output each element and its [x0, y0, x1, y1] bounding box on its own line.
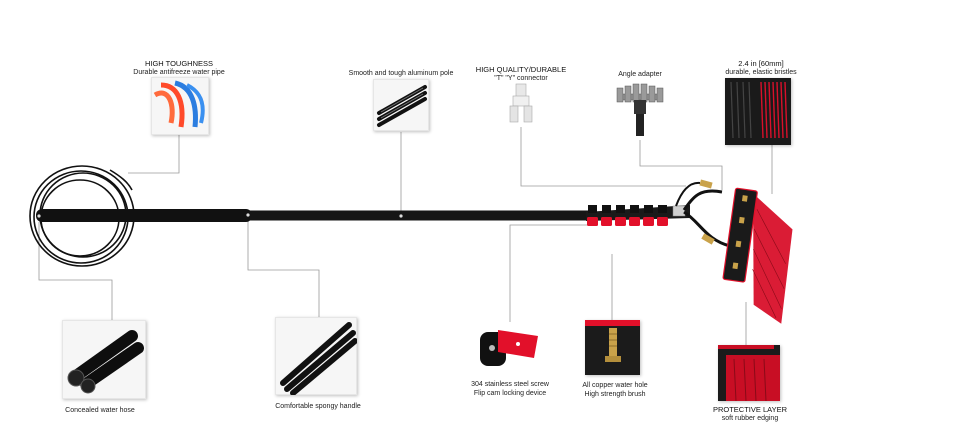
locking-label: 304 stainless steel screw Flip cam locki…: [460, 380, 560, 398]
leader-handle: [247, 218, 320, 317]
clamp-lever: [587, 217, 598, 226]
pole-image: [373, 79, 429, 131]
t-connector-image: [504, 82, 538, 124]
flip-clamp-icon: [474, 322, 544, 372]
clamp-lever: [643, 217, 654, 226]
angle-adapter-icon: [615, 82, 665, 140]
angle-adapter-text: Angle adapter: [618, 71, 662, 78]
rubber-label: PROTECTIVE LAYER soft rubber edging: [705, 405, 795, 423]
leader-angle-adapter: [639, 140, 723, 190]
clamp-lever: [629, 217, 640, 226]
hose-label: Concealed water hose: [50, 406, 150, 415]
rubber-text: soft rubber edging: [721, 415, 779, 422]
brass-fitting-icon: [585, 320, 640, 375]
clamp-body: [602, 205, 611, 213]
water-pipe-label: HIGH TOUGHNESS Durable antifreeze water …: [119, 59, 239, 77]
pole-text: Smooth and tough aluminum pole: [348, 70, 454, 77]
bristles-label: 2.4 in [60mm] durable, elastic bristles: [718, 59, 804, 77]
leader-locking: [509, 224, 598, 322]
leader-lines: [38, 127, 773, 345]
clamp-lever: [657, 217, 668, 226]
clamp-body: [644, 205, 653, 213]
clamp-body: [588, 205, 597, 213]
brass-line1: All copper water hole: [582, 382, 648, 389]
connector-text: "T" "Y" connector: [494, 75, 548, 82]
clamp-lever: [601, 217, 612, 226]
spongy-handle: [36, 209, 252, 222]
rubber-heading: PROTECTIVE LAYER: [712, 405, 788, 414]
handle-label: Comfortable spongy handle: [266, 402, 370, 411]
brass-line2: High strength brush: [584, 391, 646, 398]
locking-line1: 304 stainless steel screw: [471, 381, 549, 388]
water-pipe-image: [151, 77, 209, 135]
clamp-body: [630, 205, 639, 213]
bristles-heading: 2.4 in [60mm]: [738, 59, 784, 68]
leader-water-pipe: [128, 135, 180, 174]
hose-text: Concealed water hose: [65, 407, 135, 414]
concealed-hose-image: [62, 320, 146, 399]
leader-hose: [38, 222, 113, 320]
spongy-handle-image: [275, 317, 357, 395]
aluminum-pole: [250, 210, 590, 221]
connector-label: HIGH QUALITY/DURABLE "T" "Y" connector: [471, 65, 571, 83]
brass-label: All copper water hole High strength brus…: [570, 381, 660, 399]
t-connector-icon: [672, 179, 731, 248]
clamp-body: [658, 205, 667, 213]
angle-adapter-label: Angle adapter: [600, 70, 680, 79]
locking-clamps: [587, 205, 668, 226]
locking-line2: Flip cam locking device: [473, 390, 547, 397]
clamp-body: [616, 205, 625, 213]
clamp-lever: [615, 217, 626, 226]
brush-head-icon: [722, 187, 793, 324]
bristles-image: [725, 78, 791, 145]
bristles-text: durable, elastic bristles: [725, 69, 797, 76]
handle-text: Comfortable spongy handle: [275, 403, 361, 410]
connector-heading: HIGH QUALITY/DURABLE: [475, 65, 567, 74]
water-pipe-text: Durable antifreeze water pipe: [133, 69, 225, 76]
leader-connector: [520, 127, 686, 187]
pole-label: Smooth and tough aluminum pole: [343, 69, 459, 78]
rubber-edge-image: [718, 345, 780, 401]
water-pipe-heading: HIGH TOUGHNESS: [144, 59, 214, 68]
